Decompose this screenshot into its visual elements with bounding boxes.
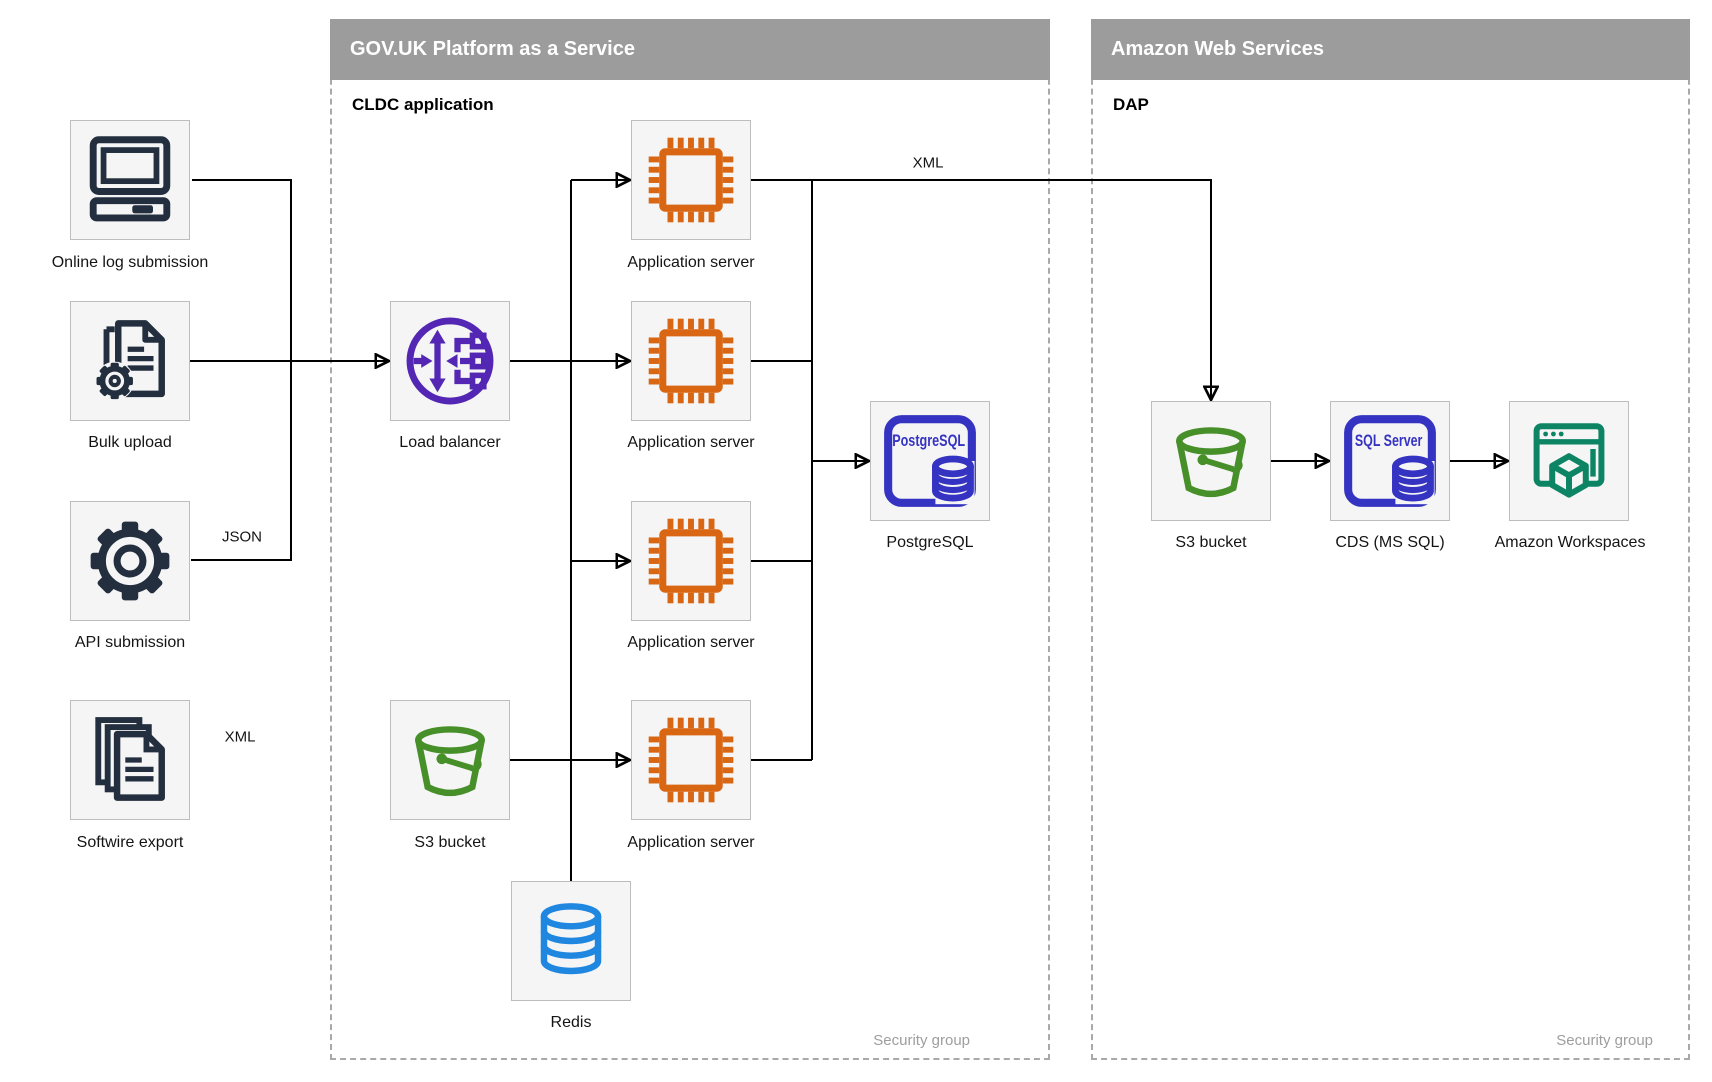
node-label-api-submission: API submission [74, 634, 186, 651]
node-application-server-2 [631, 301, 751, 421]
edge-label-json: JSON [221, 528, 263, 546]
node-bulk-upload [70, 301, 190, 421]
chip-icon [648, 137, 734, 223]
node-label-amazon-workspaces: Amazon Workspaces [1494, 534, 1646, 551]
security-group-label-paas: Security group [873, 1032, 970, 1049]
node-s3-bucket-aws [1151, 401, 1271, 521]
node-label-load-balancer: Load balancer [399, 434, 501, 451]
postgresql-icon: PostgreSQL [884, 415, 976, 507]
node-label-redis: Redis [550, 1014, 592, 1031]
edge-app-server-to-aws-s3-xml [751, 179, 1211, 398]
node-application-server-1 [631, 120, 751, 240]
documents-icon [95, 717, 165, 801]
node-s3-bucket-paas [390, 700, 510, 820]
node-online-log-submission [70, 120, 190, 240]
computer-icon [89, 136, 171, 222]
gear-icon [90, 521, 170, 601]
node-label-application-server-3: Application server [627, 634, 755, 651]
bucket-icon [415, 726, 485, 797]
node-application-server-3 [631, 501, 751, 621]
container-aws: Amazon Web Services DAP Security group [1091, 19, 1690, 1060]
node-label-application-server-2: Application server [627, 434, 755, 451]
node-label-online-log-submission: Online log submission [51, 254, 209, 271]
container-sublabel-dap: DAP [1113, 95, 1149, 114]
container-header-aws: Amazon Web Services [1091, 19, 1690, 80]
node-label-s3-bucket-aws: S3 bucket [1175, 534, 1247, 551]
edge-online-log-and-api-merge [191, 179, 292, 561]
container-title: GOV.UK Platform as a Service [350, 38, 635, 60]
sql-server-icon-text: SQL Server [1355, 431, 1423, 450]
load-balancer-icon [406, 317, 494, 405]
node-redis [511, 881, 631, 1001]
node-label-application-server-1: Application server [627, 254, 755, 271]
edge-label-xml-top: XML [912, 154, 944, 172]
node-label-cds-ms-sql: CDS (MS SQL) [1335, 534, 1445, 551]
chip-icon [648, 717, 734, 803]
edge-label-xml-bottom: XML [224, 728, 256, 746]
node-label-application-server-4: Application server [627, 834, 755, 851]
container-title: Amazon Web Services [1111, 38, 1325, 60]
node-api-submission [70, 501, 190, 621]
workspaces-icon [1533, 423, 1605, 498]
security-group-label-aws: Security group [1556, 1032, 1653, 1049]
bucket-icon [1176, 427, 1246, 498]
database-icon [540, 903, 602, 975]
node-application-server-4 [631, 700, 751, 820]
node-postgresql: PostgreSQL [870, 401, 990, 521]
node-softwire-export [70, 700, 190, 820]
node-label-softwire-export: Softwire export [76, 834, 184, 851]
document-gear-icon [95, 320, 165, 401]
chip-icon [648, 518, 734, 604]
node-amazon-workspaces [1509, 401, 1629, 521]
chip-icon [648, 318, 734, 404]
node-label-s3-bucket-paas: S3 bucket [414, 834, 486, 851]
container-sublabel-cldc: CLDC application [352, 95, 494, 114]
node-label-bulk-upload: Bulk upload [88, 434, 172, 451]
container-govuk-paas: GOV.UK Platform as a Service CLDC applic… [330, 19, 1050, 1060]
node-cds-ms-sql: SQL Server [1330, 401, 1450, 521]
sql-server-icon: SQL Server [1344, 415, 1436, 507]
node-load-balancer [390, 301, 510, 421]
container-header-govuk-paas: GOV.UK Platform as a Service [330, 19, 1050, 80]
node-label-postgresql: PostgreSQL [886, 534, 974, 551]
postgresql-icon-text: PostgreSQL [892, 431, 965, 450]
